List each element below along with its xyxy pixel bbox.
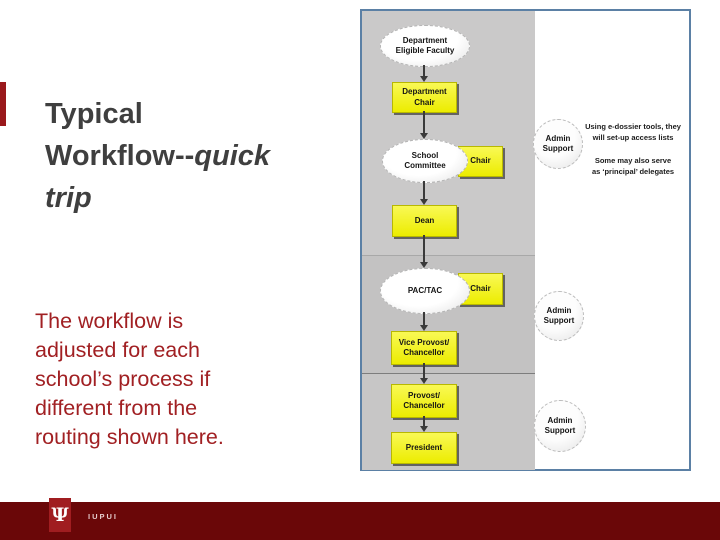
node-label: Admin Support (544, 415, 576, 435)
footer-bar (0, 502, 720, 540)
iu-trident-icon: Ψ (51, 503, 69, 526)
node-admin-support-2: Admin Support (534, 291, 584, 341)
slide-title-normal: Typical Workflow-- (45, 98, 195, 172)
node-pac-tac: PAC/TAC (380, 268, 470, 314)
arrow-down-icon (420, 416, 428, 432)
node-label: PAC/TAC (407, 285, 443, 295)
slide-title-italic: quick trip (45, 140, 271, 214)
arrow-down-icon (420, 312, 428, 331)
node-provost-chancellor: Provost/ Chancellor (391, 384, 457, 418)
node-dean: Dean (392, 205, 457, 237)
node-label: Admin Support (543, 305, 575, 325)
arrow-down-icon (420, 235, 428, 268)
node-department-chair: Department Chair (392, 82, 457, 113)
node-label: Provost/ Chancellor (403, 390, 445, 410)
diagram-note: Using e-dossier tools, they will set-up … (585, 122, 681, 176)
arrow-down-icon (420, 363, 428, 384)
node-president: President (391, 432, 457, 464)
footer-iupui-label: IUPUI (88, 512, 119, 521)
workflow-diagram: Department Eligible Faculty Department C… (360, 9, 691, 471)
node-school-committee: School Committee (382, 139, 468, 183)
node-vice-provost-chancellor: Vice Provost/ Chancellor (391, 331, 457, 365)
iu-logo: Ψ (49, 498, 71, 532)
node-label: Chair (470, 156, 491, 166)
title-accent-bar (0, 82, 6, 126)
node-admin-support-1: Admin Support (533, 119, 583, 169)
slide-body-text: The workflow is adjusted for each school… (35, 309, 224, 449)
node-label: Department Eligible Faculty (395, 35, 455, 55)
node-department-eligible-faculty: Department Eligible Faculty (380, 25, 470, 67)
node-label: Dean (414, 215, 435, 225)
node-label: Chair (470, 283, 491, 293)
arrow-down-icon (420, 111, 428, 139)
node-label: Admin Support (542, 133, 574, 153)
node-label: President (405, 442, 443, 452)
node-label: Vice Provost/ Chancellor (398, 337, 450, 357)
node-label: School Committee (404, 150, 446, 170)
arrow-down-icon (420, 181, 428, 205)
arrow-down-icon (420, 65, 428, 82)
node-label: Department Chair (402, 87, 447, 107)
slide-title: Typical Workflow--quick trip (45, 93, 335, 219)
node-admin-support-3: Admin Support (534, 400, 586, 452)
